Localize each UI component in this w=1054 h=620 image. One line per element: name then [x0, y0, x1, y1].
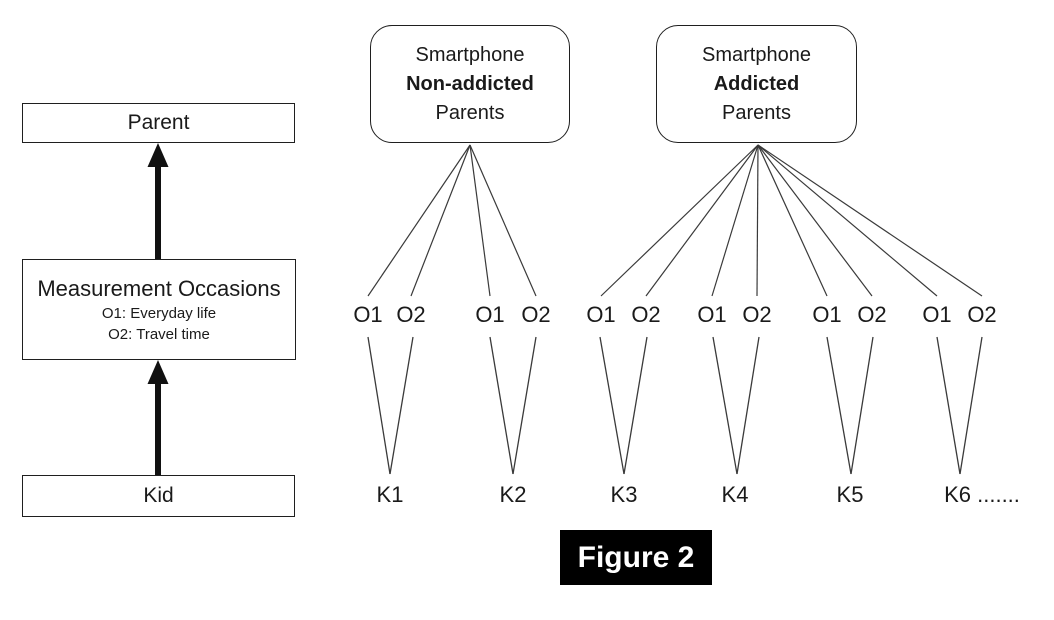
- occasion-label: O2: [631, 302, 661, 327]
- occasion-label: O1: [697, 302, 727, 327]
- occasion-2-definition: O2: Travel time: [108, 326, 210, 343]
- parent-label: Parent: [127, 111, 190, 134]
- occasion-label: O1: [475, 302, 505, 327]
- group-box-addicted-parents: Smartphone Addicted Parents: [656, 25, 857, 143]
- measurement-occasions-title: Measurement Occasions: [37, 276, 281, 301]
- measurement-to-parent-arrow: [147, 143, 169, 259]
- occasion-label: O1: [922, 302, 952, 327]
- occasion-label: O1: [812, 302, 842, 327]
- measurement-occasions-box: Measurement Occasions O1: Everyday life …: [22, 259, 296, 360]
- kid-label-k5: K5: [836, 482, 864, 507]
- kid-label-k6: K6 .......: [944, 482, 1020, 507]
- kid-label-k1: K1: [376, 482, 404, 507]
- group-line: Smartphone: [415, 43, 525, 66]
- addicted-fan-lines: [600, 144, 983, 297]
- occasion-label: O2: [396, 302, 426, 327]
- figure-caption: Figure 2: [560, 530, 712, 585]
- kid-label-k3: K3: [610, 482, 638, 507]
- group-line: Parents: [435, 101, 505, 124]
- occasion-label: O2: [521, 302, 551, 327]
- occasion-label: O2: [967, 302, 997, 327]
- kid-to-measurement-arrow: [147, 360, 169, 475]
- occasion-label: O1: [586, 302, 616, 327]
- kid-label-k4: K4: [721, 482, 749, 507]
- group-line: Parents: [722, 101, 791, 124]
- occasion-label: O2: [742, 302, 772, 327]
- kid-box: Kid: [22, 475, 295, 517]
- group-box-non-addicted-parents: Smartphone Non-addicted Parents: [370, 25, 570, 143]
- group-line: Smartphone: [702, 43, 811, 66]
- group-line-emphasis: Non-addicted: [406, 72, 534, 95]
- occasion-label: O1: [353, 302, 383, 327]
- kid-label: Kid: [143, 484, 174, 507]
- occasion-1-definition: O1: Everyday life: [101, 305, 217, 322]
- parent-box: Parent: [22, 103, 295, 143]
- non-addicted-fan-lines: [367, 144, 537, 297]
- figure-caption-text: Figure 2: [577, 540, 695, 574]
- occasion-to-kid-lines: [367, 336, 983, 475]
- group-line-emphasis: Addicted: [713, 72, 800, 95]
- occasion-label: O2: [857, 302, 887, 327]
- kid-label-k2: K2: [499, 482, 527, 507]
